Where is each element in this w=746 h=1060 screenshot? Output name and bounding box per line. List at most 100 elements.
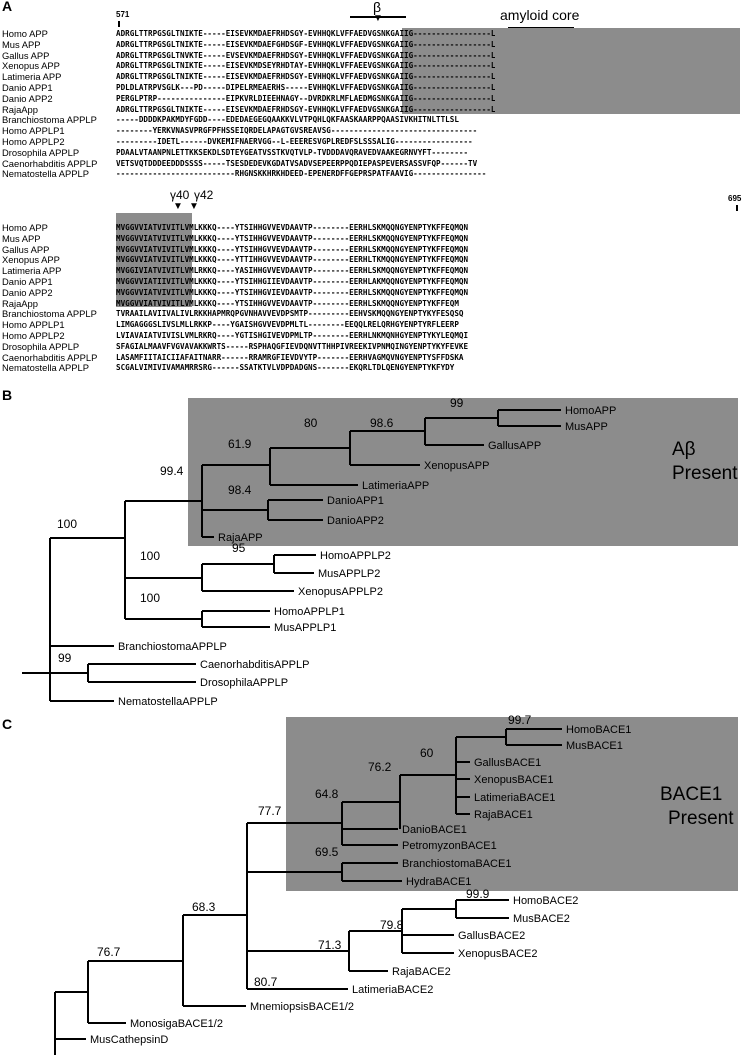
tree-leaf-label: XenopusAPPLP2 xyxy=(298,586,383,598)
alignment-species-name: Homo APPLP2 xyxy=(2,136,65,147)
gamma42-arrow: ▼ xyxy=(189,201,199,212)
panel-a-label: A xyxy=(2,0,13,14)
bootstrap-value: 98.4 xyxy=(228,483,252,497)
bootstrap-value: 99.7 xyxy=(508,713,532,727)
alignment-species-name: Homo APPLP1 xyxy=(2,126,65,137)
bootstrap-value: 60 xyxy=(420,746,434,760)
alignment-sequence-row: PDAALVTAANPNLETTKKSEKDLSDTEYGEATVSSTKVQT… xyxy=(116,147,469,157)
bootstrap-value: 99.9 xyxy=(466,887,490,901)
alignment-species-name: Xenopus APP xyxy=(2,255,60,266)
alignment-sequence-row: ADRGLTTRPGSGLTNVKTE-----EVSEVKMDAEFRHDSG… xyxy=(116,50,496,60)
alignment-sequence-row: VETSVQTDDDEEDDDSSSS-----TSESDEDEVKGDATVS… xyxy=(116,158,478,168)
bace1-present-label: BACE1 xyxy=(660,784,722,805)
app-phylogeny-tree: HomoAPP MusAPP GallusAPP XenopusAPP Latimeri… xyxy=(22,396,738,708)
alignment-sequence-row: MVGGVVIATVIVITLVMLKKKQ----YTTIHHGVVEVDAA… xyxy=(116,255,469,265)
alignment-species-name: Caenorhabditis APPLP xyxy=(2,158,98,169)
alignment-sequence-row: SFAGIALMAAVFVGVAVAKKWRTS-----RSPHAQGFIEV… xyxy=(116,341,469,351)
tree-leaf-label: HomoAPPLP2 xyxy=(320,550,391,562)
alignment-sequence-row: MVGGVVIATVIVITLVMLKKKQ----YTSIHHGVVEVDAA… xyxy=(116,244,469,254)
bootstrap-value: 80 xyxy=(304,416,318,430)
alignment-species-name: Branchiostoma APPLP xyxy=(2,309,97,320)
bace1-present-label-line2: Present xyxy=(668,808,734,829)
alignment-species-name: Drosophila APPLP xyxy=(2,147,80,158)
alignment-sequence-row: PERGLPTRP---------------EIPKVRLDIEEHNAGY… xyxy=(116,93,496,103)
alignment-sequence-row: SCGALVIMIVIVAMAMRRSRG------SSATKTVLVDPDA… xyxy=(116,363,455,373)
alignment-species-name: Danio APP1 xyxy=(2,276,53,287)
bootstrap-value: 76.2 xyxy=(368,760,392,774)
bootstrap-value: 100 xyxy=(57,517,77,531)
alignment-species-name: Latimeria APP xyxy=(2,266,62,277)
tree-leaf-label: MusCathepsinD xyxy=(90,1034,168,1046)
tree-leaf-label: CaenorhabditisAPPLP xyxy=(200,659,309,671)
amyloid-shade-block2 xyxy=(116,213,192,307)
abeta-present-label: Aβ xyxy=(672,439,696,460)
alignment-sequence-row: ADRGLTTRPGSGLTNIKTE-----EISEVKMDAEFGHDSG… xyxy=(116,39,496,49)
tree-leaf-label: MusAPPLP1 xyxy=(274,622,336,634)
position-start-label: 571 xyxy=(116,10,130,19)
alignment-sequence-row: MVGGVVIATIIVITLVMLKKKQ----YTSIHHGIIEVDAA… xyxy=(116,276,469,286)
tree-leaf-label: GallusAPP xyxy=(488,440,541,452)
bootstrap-value: 99.4 xyxy=(160,464,184,478)
alignment-species-name: Latimeria APP xyxy=(2,72,62,83)
alignment-species-name: Nematostella APPLP xyxy=(2,169,90,180)
alignment-sequence-row: LASAMFIITAICIIAFAITNARR------RRAMRGFIEVD… xyxy=(116,352,464,362)
tree-leaf-label: DanioAPP2 xyxy=(327,515,384,527)
tree-leaf-label: LatimeriaBACE2 xyxy=(352,984,433,996)
tree-leaf-label: XenopusAPP xyxy=(424,460,489,472)
position-end-tick xyxy=(736,205,738,211)
tree-leaf-label: LatimeriaAPP xyxy=(362,480,429,492)
alignment-sequence-row: ADRGLTTRPGSGLTNIKTE-----EISEVKMDAEFRHDSG… xyxy=(116,104,496,114)
alignment-species-name: RajaApp xyxy=(2,104,38,115)
bootstrap-value: 80.7 xyxy=(254,975,278,989)
abeta-present-label-line2: Present xyxy=(672,463,738,484)
abeta-present-box xyxy=(188,398,738,546)
beta-arrow: ▼ xyxy=(373,13,383,24)
gamma40-arrow: ▼ xyxy=(173,201,183,212)
alignment-sequence-row: ADRGLTTRPGSGLTNIKTE-----EISEVKMDAEFRHDSG… xyxy=(116,72,496,82)
tree-leaf-label: HydraBACE1 xyxy=(406,876,471,888)
beta-cleavage-label: β xyxy=(373,0,382,15)
tree-leaf-label: DanioAPP1 xyxy=(327,495,384,507)
tree-leaf-label: BranchiostomaBACE1 xyxy=(402,858,511,870)
alignment-species-name: Mus APP xyxy=(2,233,41,244)
tree-leaf-label: RajaBACE1 xyxy=(474,809,533,821)
tree-leaf-label: DanioBACE1 xyxy=(402,824,467,836)
bootstrap-value: 99 xyxy=(450,396,464,410)
tree-leaf-label: GallusBACE2 xyxy=(458,930,525,942)
panel-b-label: B xyxy=(2,387,13,403)
bootstrap-value: 99 xyxy=(58,651,72,665)
alignment-sequence-row: LIMGAGGGSLIVSLMLLRKKP----YGAISHGVVEVDPML… xyxy=(116,320,459,330)
tree-leaf-label: GallusBACE1 xyxy=(474,757,541,769)
panel-c-label: C xyxy=(2,716,13,732)
tree-leaf-label: HomoAPP xyxy=(565,405,616,417)
alignment-sequence-row: MVGGVVIATVIVITLVMLKKKQ----YTSIHHGVVEVDAA… xyxy=(116,298,459,308)
alignment-sequence-row: MVGGVVIATVIVITLVMLKKKQ----YTSIHHGVVEVDAA… xyxy=(116,223,469,232)
alignment-sequence-row: MVGGVVIATVIVITLVMLKKKQ----YTSIHHGVVEVDAA… xyxy=(116,233,469,243)
tree-leaf-label: MusBACE2 xyxy=(513,913,570,925)
bootstrap-value: 76.7 xyxy=(97,945,121,959)
alignment-species-name: Gallus APP xyxy=(2,50,50,61)
alignment-sequence-row: ADRGLTTRPGSGLTNIKTE-----EISEVKMDAEFRHDSG… xyxy=(116,29,496,38)
tree-leaf-label: HomoBACE1 xyxy=(566,724,631,736)
alignment-species-name: Danio APP2 xyxy=(2,93,53,104)
tree-leaf-label: DrosophilaAPPLP xyxy=(200,677,288,689)
amyloid-shade-block1b xyxy=(474,28,740,114)
tree-leaf-label: BranchiostomaAPPLP xyxy=(118,641,227,653)
bootstrap-value: 61.9 xyxy=(228,437,252,451)
tree-leaf-label: MnemiopsisBACE1/2 xyxy=(250,1001,354,1013)
alignment-sequence-row: --------YERKVNASVPRGFPFHSSEIQRDELAPAGTGV… xyxy=(116,126,478,136)
alignment-species-name: Homo APPLP1 xyxy=(2,320,65,331)
alignment-species-name: Drosophila APPLP xyxy=(2,341,80,352)
alignment-sequence-row: ---------IDETL------DVKEMIFNAERVGG--L-EE… xyxy=(116,136,473,146)
tree-leaf-label: MusAPPLP2 xyxy=(318,568,380,580)
alignment-sequence-row: MVGGVVIATVIVITLVMLKKKQ----YTSIHHGVIEVDAA… xyxy=(116,287,469,297)
alignment-species-name: Homo APP xyxy=(2,29,48,39)
bootstrap-value: 95 xyxy=(232,541,246,555)
tree-leaf-label: MusAPP xyxy=(565,421,608,433)
amyloid-shade-block1a xyxy=(402,28,474,114)
alignment-sequence-row: TVRAAILAVIIVALIVLRKKHAPMRQPGVNHAVVEVDPSM… xyxy=(116,309,464,319)
alignment-species-name: Homo APP xyxy=(2,223,48,233)
alignment-sequence-row: --------------------------RHGNSKKHRKHDEE… xyxy=(116,169,487,179)
